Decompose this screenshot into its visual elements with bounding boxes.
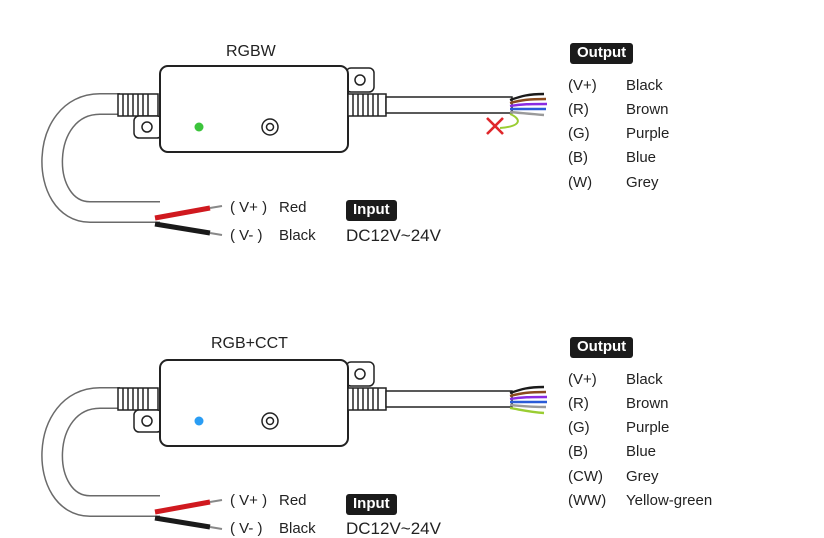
output-code: (CW) bbox=[568, 468, 603, 485]
cut-x-mark bbox=[486, 117, 504, 135]
output-color: Blue bbox=[626, 149, 657, 166]
input-voltage: DC12V~24V bbox=[346, 519, 441, 538]
output-color: Blue bbox=[626, 443, 657, 460]
output-color: Grey bbox=[626, 468, 659, 485]
output-code: (WW) bbox=[568, 492, 607, 509]
diagram-title: RGBW bbox=[226, 43, 276, 60]
input-voltage: DC12V~24V bbox=[346, 226, 441, 245]
input-wire-black bbox=[154, 221, 211, 236]
output-code: (V+) bbox=[568, 371, 597, 388]
output-code: (R) bbox=[568, 101, 589, 118]
output-badge: Output bbox=[570, 43, 634, 64]
input-pos-code: ( V+ ) bbox=[230, 492, 268, 509]
output-color: Black bbox=[626, 77, 663, 94]
output-code: (R) bbox=[568, 395, 589, 412]
output-wires bbox=[499, 92, 548, 129]
rgbw-device-drawing bbox=[41, 65, 548, 236]
left-strain-relief bbox=[117, 387, 159, 411]
input-neg-code: ( V- ) bbox=[230, 227, 263, 244]
output-code: (B) bbox=[568, 149, 588, 166]
input-neg-code: ( V- ) bbox=[230, 520, 263, 537]
output-code: (G) bbox=[568, 125, 590, 142]
input-wire-red bbox=[154, 499, 211, 515]
input-neg-color: Black bbox=[279, 520, 316, 537]
output-color: Grey bbox=[626, 174, 659, 191]
status-led bbox=[194, 416, 204, 426]
output-color: Brown bbox=[626, 395, 669, 412]
cut-extra-wire bbox=[499, 113, 519, 129]
input-wire-red bbox=[154, 205, 211, 221]
input-badge: Input bbox=[346, 494, 397, 515]
input-badge: Input bbox=[346, 200, 397, 221]
output-color: Purple bbox=[626, 419, 670, 436]
input-neg-color: Black bbox=[279, 227, 316, 244]
output-color: Brown bbox=[626, 101, 669, 118]
output-color: Yellow-green bbox=[626, 492, 713, 509]
function-button bbox=[261, 412, 279, 430]
output-code: (G) bbox=[568, 419, 590, 436]
input-pos-color: Red bbox=[279, 199, 307, 216]
left-mount-tab bbox=[133, 409, 163, 433]
left-mount-tab bbox=[133, 115, 163, 139]
output-color: Purple bbox=[626, 125, 670, 142]
output-code: (V+) bbox=[568, 77, 597, 94]
output-code: (B) bbox=[568, 443, 588, 460]
input-wire-black bbox=[154, 515, 211, 530]
input-pos-color: Red bbox=[279, 492, 307, 509]
output-color: Black bbox=[626, 371, 663, 388]
output-wires bbox=[509, 385, 548, 415]
output-code: (W) bbox=[568, 174, 593, 191]
function-button bbox=[261, 118, 279, 136]
diagram-title: RGB+CCT bbox=[211, 335, 288, 352]
right-strain-relief bbox=[347, 93, 387, 117]
right-strain-relief bbox=[347, 387, 387, 411]
output-cable bbox=[385, 390, 513, 408]
left-strain-relief bbox=[117, 93, 159, 117]
controller-body bbox=[159, 359, 349, 447]
status-led bbox=[194, 122, 204, 132]
right-mount-tab bbox=[345, 361, 375, 387]
input-pos-code: ( V+ ) bbox=[230, 199, 268, 216]
output-badge: Output bbox=[570, 337, 634, 358]
